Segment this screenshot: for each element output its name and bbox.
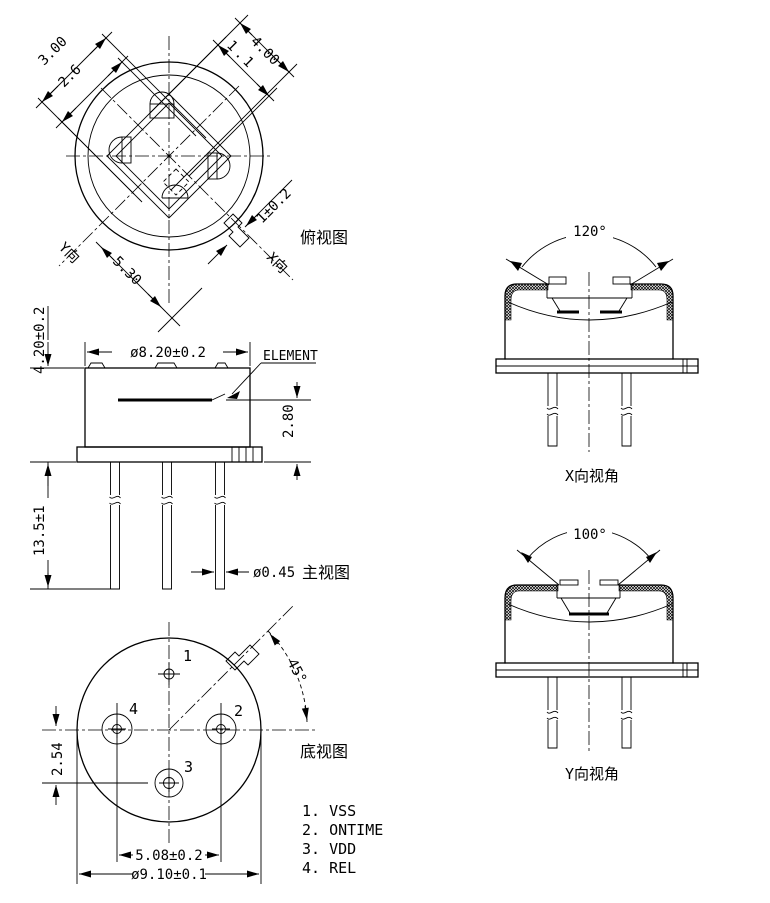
axis-y-label: Y向 <box>55 240 82 267</box>
front-pins <box>109 462 226 590</box>
top-view-title: 俯视图 <box>300 228 348 247</box>
dim-2-6: 2.6 <box>56 62 85 91</box>
y-direction-view: 100° Y向视角 <box>495 525 699 783</box>
dim-fov-x: 120° <box>573 224 607 240</box>
y-view-title: Y向视角 <box>565 765 619 783</box>
dim-fov-y: 100° <box>573 527 607 543</box>
element-window-dashed <box>162 168 190 196</box>
index-tab <box>223 213 250 248</box>
lens-curve <box>507 603 673 623</box>
dim-tab-angle: 45° <box>283 656 309 686</box>
pinout-item: 3. VDD <box>302 840 356 858</box>
dim-5-30: 5.30 <box>109 254 144 289</box>
bottom-view-title: 底视图 <box>300 742 348 761</box>
dim-pin-length: 13.5±1 <box>32 505 48 556</box>
pin3-number: 3 <box>184 758 193 776</box>
pinout-item: 2. ONTIME <box>302 821 383 839</box>
dim-cap-height: 4.20±0.2 <box>32 307 48 374</box>
dim-base-dia: ø9.10±0.1 <box>131 867 207 883</box>
pin2-number: 2 <box>234 702 243 720</box>
element-label: ELEMENT <box>263 349 318 364</box>
top-view: 3.00 2.6 4.00 1.1 5.30 1±0.2 Y向 X向 俯视图 <box>36 14 348 333</box>
bottom-view: 1 4 2 3 45° 2.54 5.08±0.2 ø9.10±0.1 底视图 <box>42 605 348 884</box>
x-direction-view: 120° X向视角 <box>495 221 699 485</box>
dim-pin-dia: ø0.45 <box>253 565 295 581</box>
x-view-title: X向视角 <box>565 467 619 485</box>
pin4-number: 4 <box>129 700 138 718</box>
dim-cap-dia: ø8.20±0.2 <box>130 345 206 361</box>
pin1-number: 1 <box>183 647 192 665</box>
lens-curve <box>507 301 673 321</box>
dim-pin-pitch: 5.08±0.2 <box>135 848 202 864</box>
dim-pin-row: 2.54 <box>50 742 66 776</box>
dim-element-depth: 2.80 <box>281 404 297 438</box>
dim-tab-width: 1±0.2 <box>254 186 295 227</box>
pinout-legend: 1. VSS 2. ONTIME 3. VDD 4. REL <box>302 802 383 877</box>
pinout-item: 1. VSS <box>302 802 356 820</box>
pinout-item: 4. REL <box>302 859 356 877</box>
front-view: ELEMENT ø8.20±0.2 4.20±0.2 13.5±1 <box>30 306 350 590</box>
dim-3-00: 3.00 <box>36 34 71 69</box>
axis-x-label: X向 <box>263 250 290 277</box>
front-view-title: 主视图 <box>302 563 350 582</box>
index-tab-bottom <box>225 644 260 671</box>
